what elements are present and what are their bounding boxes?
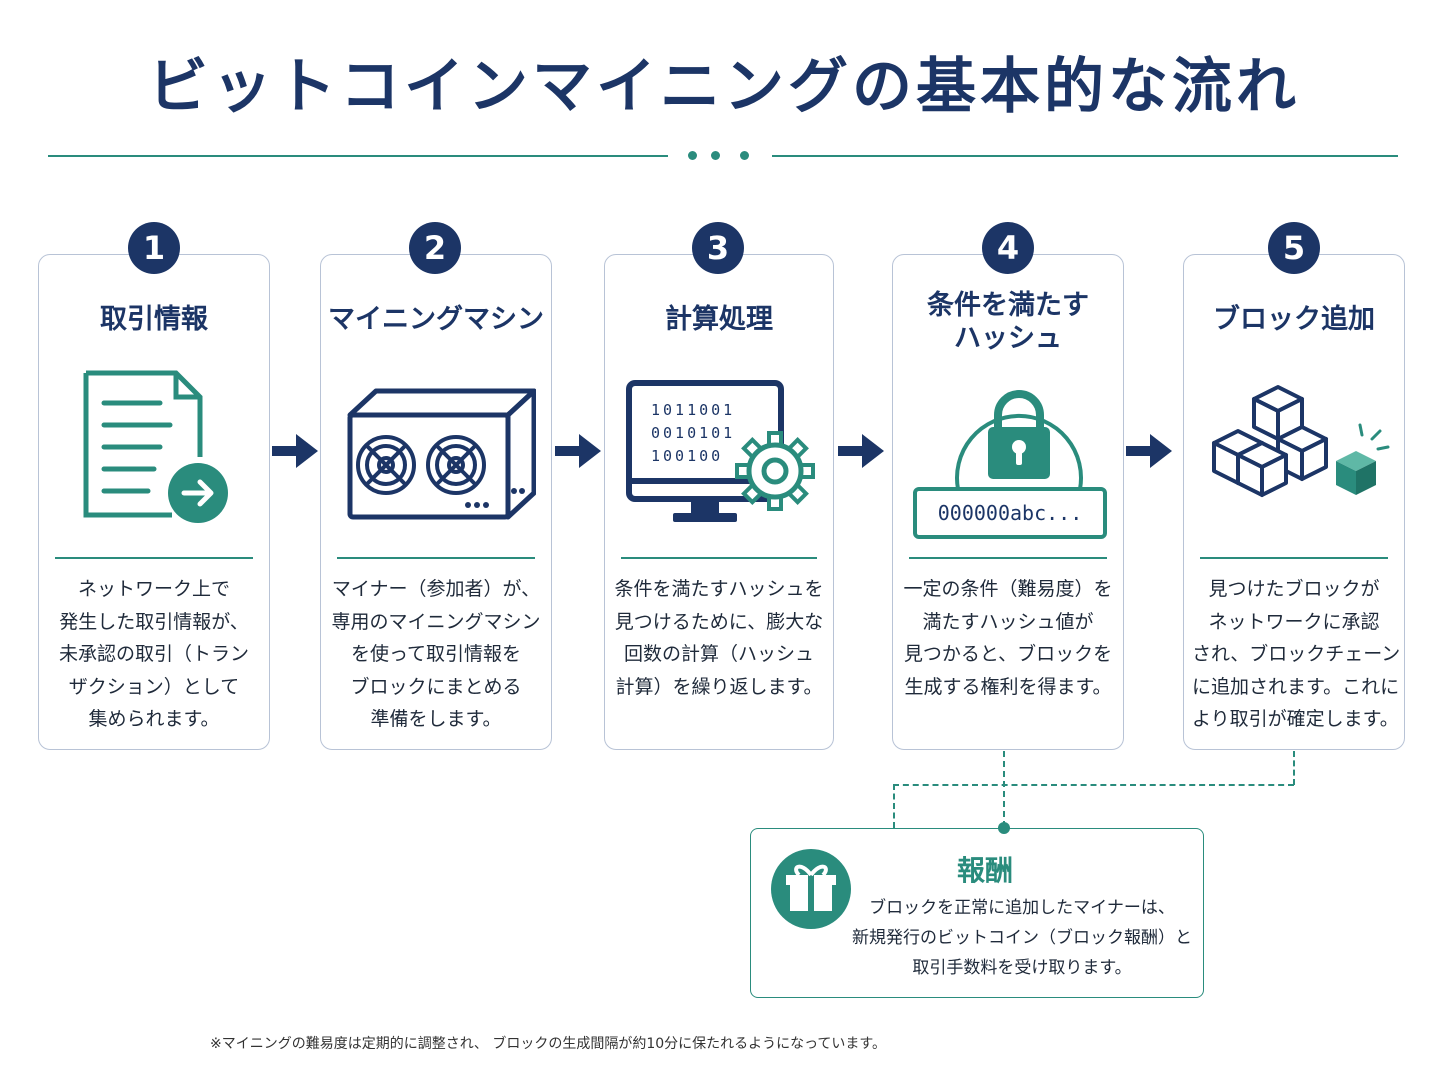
connector-dot bbox=[998, 822, 1010, 834]
connector-line bbox=[1003, 751, 1005, 827]
step-5-title: ブロック追加 bbox=[1213, 304, 1375, 335]
step-4-title: 条件を満たす ハッシュ bbox=[927, 290, 1089, 354]
divider-dot bbox=[740, 151, 749, 160]
step-5-badge: 5 bbox=[1268, 222, 1320, 274]
step-5-description: 見つけたブロックが ネットワークに承認 され、ブロックチェーン に追加されます。… bbox=[1192, 578, 1401, 730]
step-1-card: 取引情報 ネットワーク上で 発生した取引情報が、 未承認の取引（トラン ザクショ… bbox=[38, 254, 270, 750]
screen-line: 0010101 bbox=[651, 424, 735, 442]
screen-line: 1011001 bbox=[651, 401, 735, 419]
hash-value-box: 000000abc... bbox=[913, 487, 1107, 539]
step-2-card: マイニングマシン マイナー（参加者）が、 専用のマイニングマシン を使って取引情… bbox=[320, 254, 552, 750]
reward-box: 報酬 ブロックを正常に追加したマイナーは、 新規発行のビットコイン（ブロック報酬… bbox=[750, 828, 1204, 998]
blocks-icon bbox=[1184, 381, 1404, 509]
title-divider-right bbox=[772, 155, 1398, 157]
padlock-icon bbox=[893, 373, 1123, 539]
step-5-card: ブロック追加 bbox=[1183, 254, 1405, 750]
document-arrow-icon bbox=[39, 367, 269, 527]
step-1-description: ネットワーク上で 発生した取引情報が、 未承認の取引（トラン ザクション）として… bbox=[58, 578, 249, 730]
mining-machine-icon bbox=[321, 381, 551, 521]
arrow-right-icon bbox=[1126, 434, 1172, 468]
step-2-divider bbox=[337, 557, 535, 559]
reward-title: 報酬 bbox=[957, 854, 1014, 887]
step-4-description: 一定の条件（難易度）を 満たすハッシュ値が 見つかると、ブロックを 生成する権利… bbox=[903, 578, 1113, 698]
divider-dot bbox=[688, 151, 697, 160]
reward-description: ブロックを正常に追加したマイナーは、 新規発行のビットコイン（ブロック報酬）と … bbox=[852, 898, 1192, 978]
step-1-divider bbox=[55, 557, 253, 559]
step-3-description: 条件を満たすハッシュを 見つけるために、膨大な 回数の計算（ハッシュ 計算）を繰… bbox=[614, 578, 824, 698]
gift-icon bbox=[771, 849, 851, 933]
hash-value: 000000abc... bbox=[937, 501, 1083, 525]
screen-line: 100100 bbox=[651, 447, 723, 465]
step-1-badge: 1 bbox=[128, 222, 180, 274]
step-4-divider bbox=[909, 557, 1107, 559]
arrow-right-icon bbox=[838, 434, 884, 468]
arrow-right-icon bbox=[555, 434, 601, 468]
computer-gear-icon: 1011001 0010101 100100 bbox=[605, 377, 833, 529]
step-2-title: マイニングマシン bbox=[328, 304, 544, 335]
step-3-title: 計算処理 bbox=[665, 304, 773, 335]
title-divider-left bbox=[48, 155, 668, 157]
step-3-card: 計算処理 1011001 0010101 100100 bbox=[604, 254, 834, 750]
connector-line bbox=[893, 784, 1294, 786]
page-title: ビットコインマイニングの基本的な流れ bbox=[148, 52, 1300, 122]
step-4-badge: 4 bbox=[982, 222, 1034, 274]
divider-dot bbox=[711, 151, 720, 160]
step-3-badge: 3 bbox=[692, 222, 744, 274]
step-3-divider bbox=[621, 557, 817, 559]
step-5-divider bbox=[1200, 557, 1388, 559]
step-2-description: マイナー（参加者）が、 専用のマイニングマシン を使って取引情報を ブロックにま… bbox=[331, 578, 541, 730]
step-2-badge: 2 bbox=[409, 222, 461, 274]
footnote: ※マイニングの難易度は定期的に調整され、 ブロックの生成間隔が約10分に保たれる… bbox=[210, 1036, 887, 1052]
step-1-title: 取引情報 bbox=[100, 304, 208, 335]
connector-line bbox=[1293, 751, 1295, 785]
connector-line bbox=[893, 784, 895, 828]
arrow-right-icon bbox=[272, 434, 318, 468]
step-4-card: 条件を満たす ハッシュ 000000abc... 一定の条件（難易度）を 満たす… bbox=[892, 254, 1124, 750]
